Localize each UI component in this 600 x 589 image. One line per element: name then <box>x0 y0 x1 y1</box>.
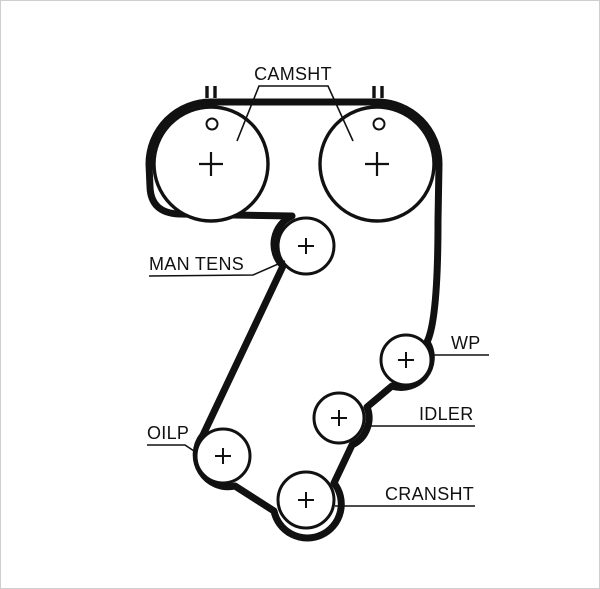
idler-center-mark <box>331 410 347 426</box>
camshaft-right-center-mark <box>365 152 389 176</box>
man-tens-pulley <box>276 216 336 276</box>
camshaft-label: CAMSHT <box>254 64 332 84</box>
camshaft-right-alignment-hole <box>372 117 386 131</box>
timing-belt <box>145 98 443 542</box>
camshaft-left-center-mark <box>199 152 223 176</box>
man-tens-center-mark <box>298 238 314 254</box>
crankshaft-center-mark <box>298 492 314 508</box>
wp-label: WP <box>451 333 481 353</box>
camshaft-leader-line <box>236 85 354 142</box>
idler-label: IDLER <box>419 404 474 424</box>
oil-pump-center-mark <box>215 448 231 464</box>
oilp-label: OILP <box>147 423 189 443</box>
cransht-label: CRANSHT <box>385 484 474 504</box>
camshaft-left-alignment-hole <box>205 117 219 131</box>
man-tens-leader-line <box>148 260 286 277</box>
timing-mark-left <box>205 86 217 98</box>
camshaft-left-pulley <box>152 105 270 223</box>
oil-pump-pulley <box>194 427 252 485</box>
camshaft-right-pulley <box>318 105 436 223</box>
idler-pulley <box>312 391 366 445</box>
timing-mark-right <box>372 86 384 98</box>
water-pump-pulley <box>379 333 433 387</box>
oil-pump-leader-line <box>147 444 198 454</box>
crankshaft-pulley <box>276 470 336 530</box>
man-tens-label: MAN TENS <box>149 254 244 274</box>
water-pump-center-mark <box>398 352 414 368</box>
